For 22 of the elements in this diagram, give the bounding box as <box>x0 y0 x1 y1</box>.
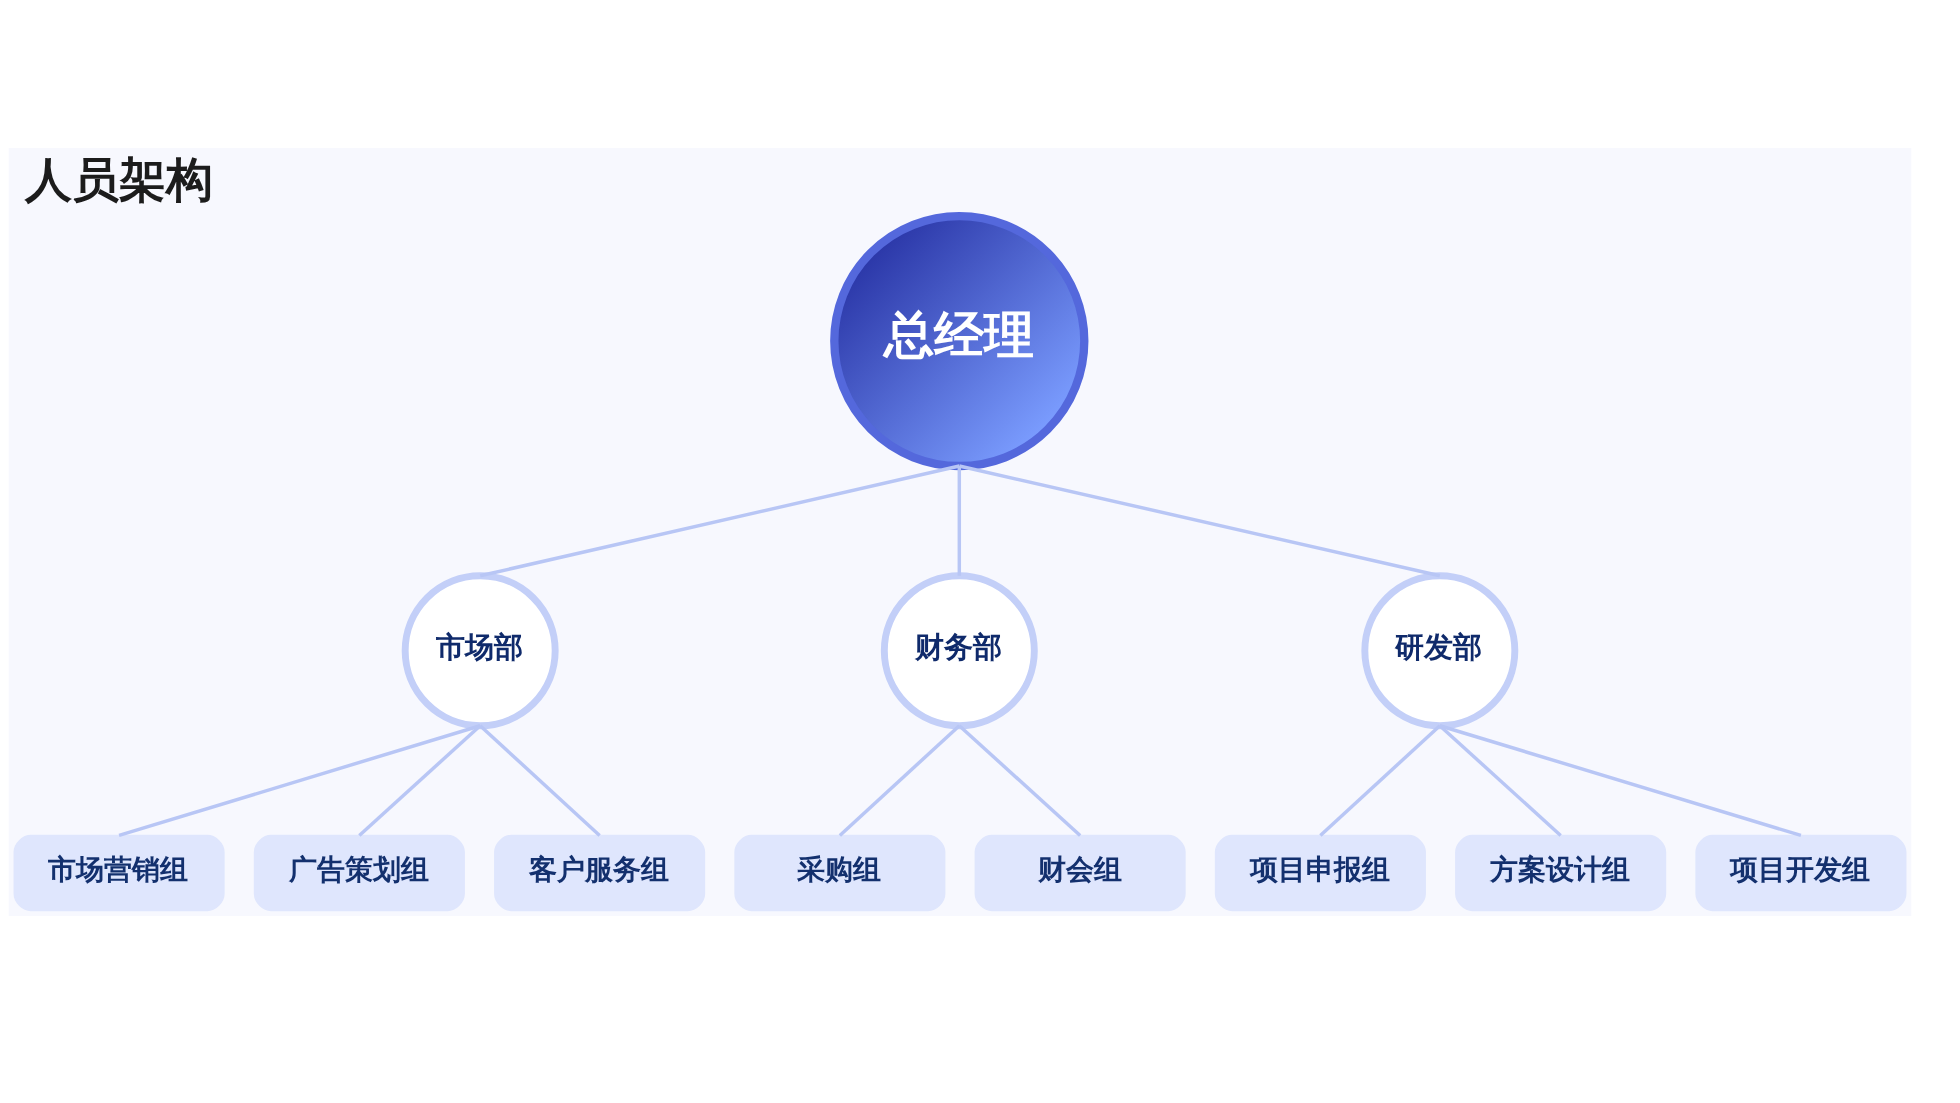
node-circle: 总经理 <box>830 211 1089 470</box>
connector <box>479 723 601 837</box>
node-box: 广告策划组 <box>253 834 465 911</box>
connector <box>479 463 960 577</box>
connector <box>838 723 961 837</box>
node-box: 市场营销组 <box>13 834 225 911</box>
node-circle: 研发部 <box>1361 571 1519 729</box>
connector <box>1319 723 1441 837</box>
connector <box>1439 723 1802 837</box>
node-box: 项目开发组 <box>1695 834 1907 911</box>
node-box: 客户服务组 <box>494 834 706 911</box>
node-box: 方案设计组 <box>1455 834 1667 911</box>
connector <box>958 723 1082 837</box>
diagram-title: 人员架构 <box>25 151 214 206</box>
connector <box>118 723 481 837</box>
node-box: 采购组 <box>734 834 946 911</box>
connector <box>958 463 1441 577</box>
node-circle: 财务部 <box>880 571 1038 729</box>
node-box: 项目申报组 <box>1214 834 1426 911</box>
node-box: 财会组 <box>974 834 1186 911</box>
node-circle: 市场部 <box>401 571 559 729</box>
connector <box>957 465 962 576</box>
